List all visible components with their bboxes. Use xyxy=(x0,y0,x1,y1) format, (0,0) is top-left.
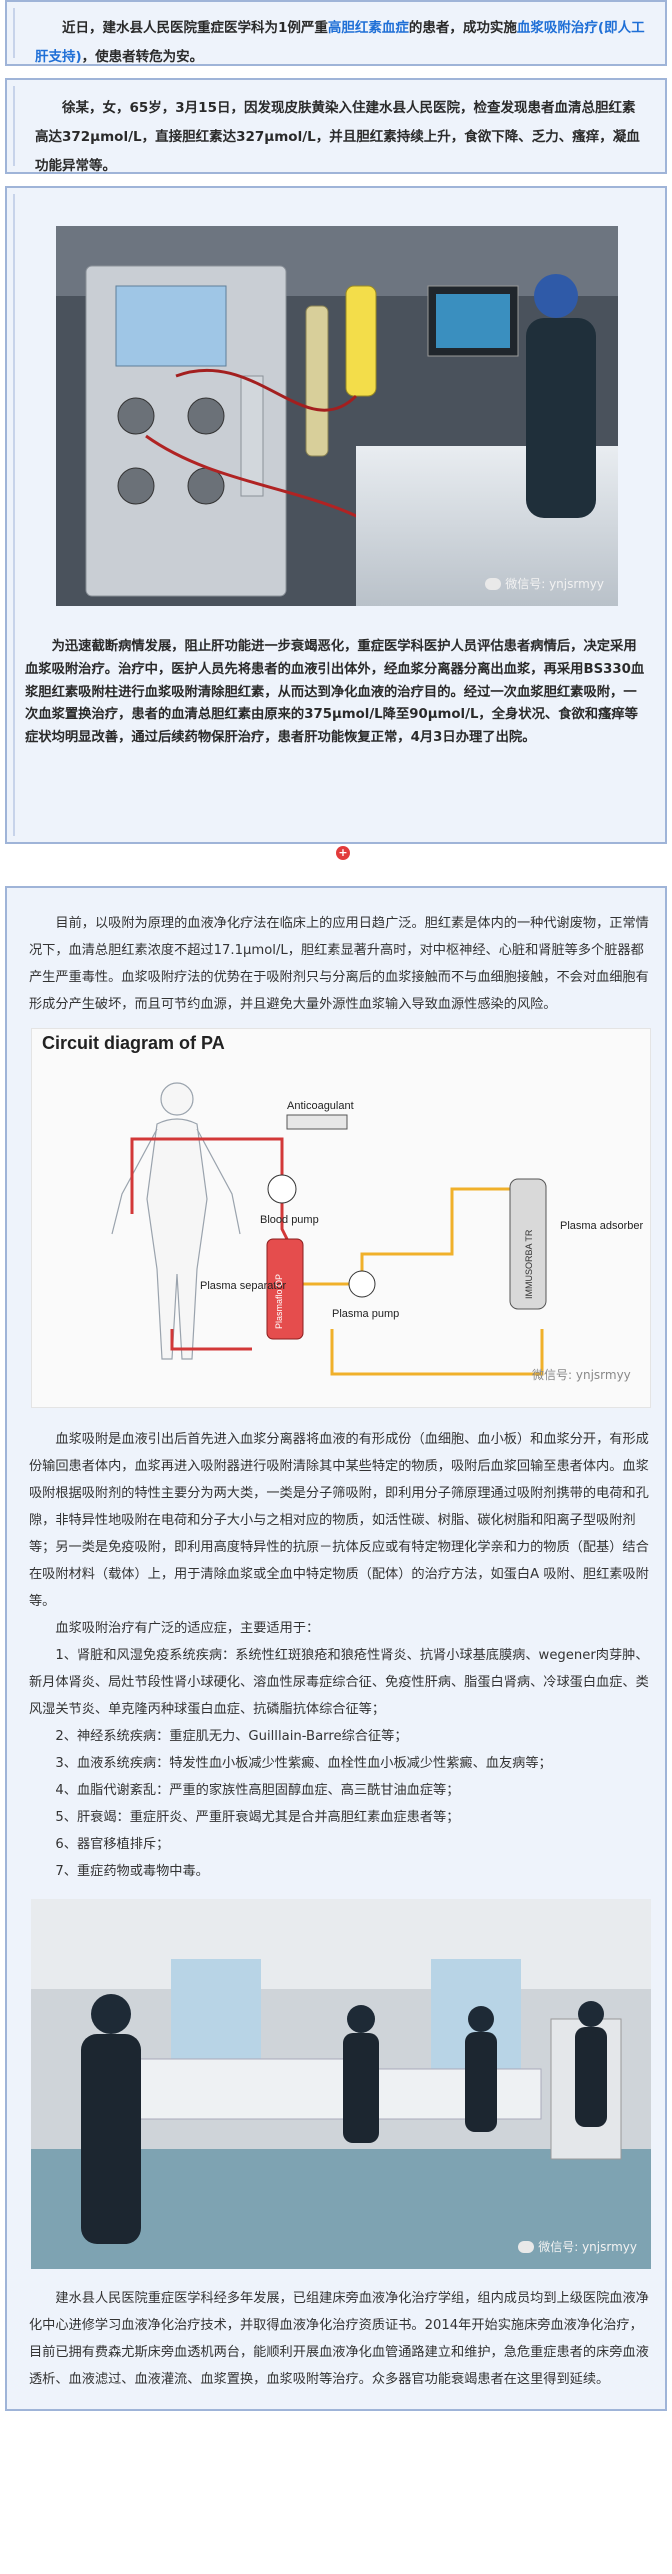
indication-item: 3、血液系统疾病：特发性血小板减少性紫癜、血栓性血小板减少性紫癜、血友病等； xyxy=(55,1756,552,1771)
accent-bar xyxy=(13,86,15,166)
science-paragraph-1: 目前，以吸附为原理的血液净化疗法在临床上的应用日趋广泛。胆红素是体内的一种代谢废… xyxy=(29,916,649,1012)
science-box: 目前，以吸附为原理的血液净化疗法在临床上的应用日趋广泛。胆红素是体内的一种代谢废… xyxy=(5,886,667,2411)
treatment-box: 微信号: ynjsrmyy 为迅速截断病情发展，阻止肝功能进一步衰竭恶化，重症医… xyxy=(5,186,667,844)
case-text: 徐某，女，65岁，3月15日，因发现皮肤黄染入住建水县人民医院，检查发现患者血清… xyxy=(35,100,640,174)
case-box: 徐某，女，65岁，3月15日，因发现皮肤黄染入住建水县人民医院，检查发现患者血清… xyxy=(5,78,667,174)
science-paragraph-3: 血浆吸附治疗有广泛的适应症，主要适用于： xyxy=(55,1621,320,1636)
diagram-watermark: 微信号: ynjsrmyy xyxy=(532,1368,631,1382)
label-anticoagulant: Anticoagulant xyxy=(287,1100,354,1112)
indication-item: 5、肝衰竭：重症肝炎、严重肝衰竭尤其是合并高胆红素血症患者等； xyxy=(55,1810,460,1825)
icu-treatment-photo: 微信号: ynjsrmyy xyxy=(56,226,618,606)
pa-circuit-diagram: Circuit diagram of PA Anticoagulant xyxy=(31,1028,651,1408)
photo-illustration xyxy=(56,226,618,606)
accent-bar xyxy=(13,8,15,58)
intro-segment: 近日，建水县人民医院重症医学科为1例严重 xyxy=(62,20,328,36)
indication-item: 4、血脂代谢紊乱：严重的家族性高胆固醇血症、高三酰甘油血症等； xyxy=(55,1783,460,1798)
label-blood-pump: Blood pump xyxy=(260,1214,319,1226)
accent-bar xyxy=(13,194,15,836)
label-adsorber-device: IMMUSORBA TR xyxy=(524,1229,534,1299)
label-plasma-pump: Plasma pump xyxy=(332,1308,399,1320)
red-cross-icon: + xyxy=(336,846,350,860)
diagram-drawing: Anticoagulant Blood pump Plasma separato… xyxy=(111,1082,643,1382)
indication-item: 2、神经系统疾病：重症肌无力、Guilllain-Barre综合征等； xyxy=(55,1729,408,1744)
diagram-title: Circuit diagram of PA xyxy=(42,1033,225,1053)
ward-illustration xyxy=(31,1899,651,2269)
indication-item: 7、重症药物或毒物中毒。 xyxy=(55,1864,209,1879)
photo-watermark: 微信号: ynjsrmyy xyxy=(485,575,604,592)
section-divider: + xyxy=(5,846,667,866)
indication-list: 1、肾脏和风湿免疫系统疾病：系统性红斑狼疮和狼疮性肾炎、抗肾小球基底膜病、weg… xyxy=(29,1642,651,1885)
article: 近日，建水县人民医院重症医学科为1例严重高胆红素血症的患者，成功实施血浆吸附治疗… xyxy=(5,0,667,2411)
treatment-text: 为迅速截断病情发展，阻止肝功能进一步衰竭恶化，重症医学科医护人员评估患者病情后，… xyxy=(25,639,645,746)
intro-segment: 的患者，成功实施 xyxy=(408,20,517,36)
icu-ward-photo: 微信号: ynjsrmyy xyxy=(31,1899,651,2269)
highlighted-term: 血浆吸附治疗(即人工肝支持) xyxy=(35,20,645,65)
intro-box: 近日，建水县人民医院重症医学科为1例严重高胆红素血症的患者，成功实施血浆吸附治疗… xyxy=(5,0,667,66)
intro-text: 近日，建水县人民医院重症医学科为1例严重高胆红素血症的患者，成功实施血浆吸附治疗… xyxy=(35,14,645,72)
closing-paragraph: 建水县人民医院重症医学科经多年发展，已组建床旁血液净化治疗学组，组内成员均到上级… xyxy=(29,2291,649,2387)
photo-watermark: 微信号: ynjsrmyy xyxy=(518,2238,637,2255)
indication-item: 6、器官移植排斥； xyxy=(55,1837,170,1852)
label-separator-device: Plasmaflo OP xyxy=(274,1274,284,1329)
intro-segment: ，使患者转危为安。 xyxy=(81,49,204,65)
wechat-icon xyxy=(518,2241,535,2253)
label-plasma-adsorber: Plasma adsorber xyxy=(560,1220,643,1232)
label-plasma-separator: Plasma separator xyxy=(200,1280,287,1292)
science-paragraph-2: 血浆吸附是血液引出后首先进入血浆分离器将血液的有形成份（血细胞、血小板）和血浆分… xyxy=(29,1432,649,1609)
highlighted-term: 高胆红素血症 xyxy=(327,20,409,36)
indication-item: 1、肾脏和风湿免疫系统疾病：系统性红斑狼疮和狼疮性肾炎、抗肾小球基底膜病、weg… xyxy=(29,1648,649,1717)
wechat-icon xyxy=(485,578,502,590)
